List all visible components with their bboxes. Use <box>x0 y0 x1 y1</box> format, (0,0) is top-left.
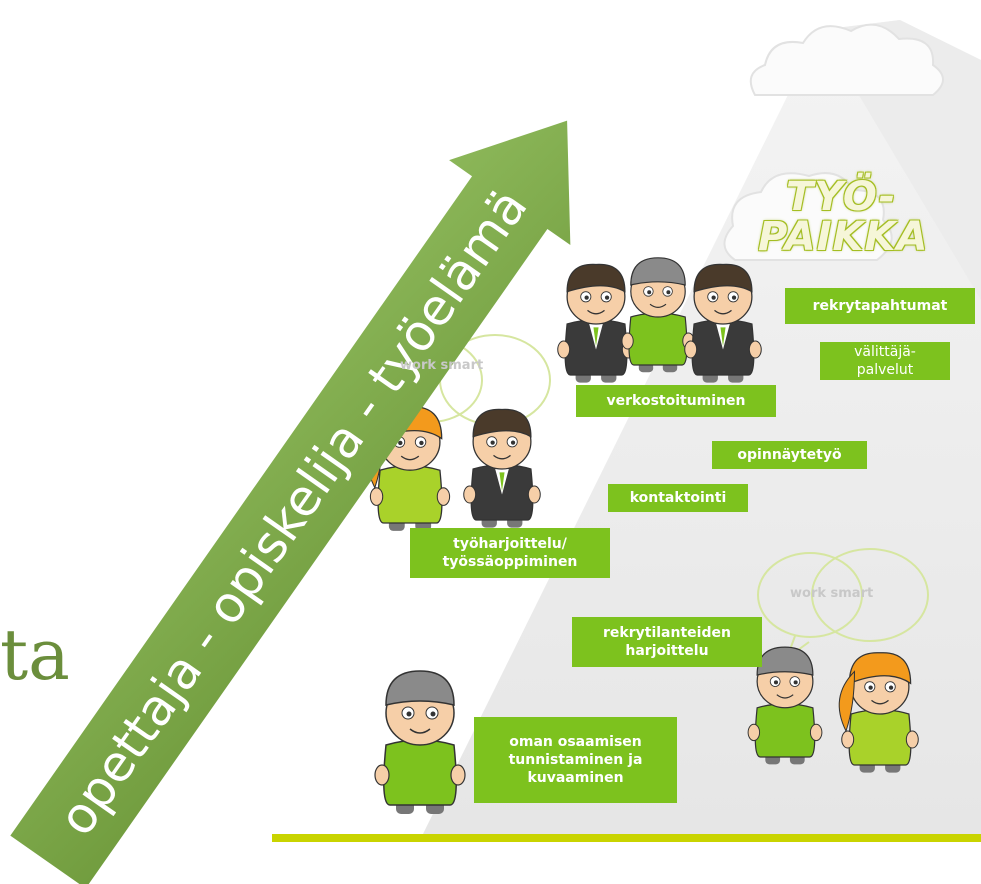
bubble-text-left: work smart <box>400 358 484 373</box>
label-valittajapalvelut: välittäjä- palvelut <box>820 342 950 380</box>
character-green-right <box>747 646 823 765</box>
label-oman-osaamisen: oman osaamisen tunnistaminen ja kuvaamin… <box>474 717 677 803</box>
cloud-summit <box>723 172 893 261</box>
arrow-label: opettaja - opiskelija - työelämä <box>47 179 539 846</box>
label-rekrytapahtumat: rekrytapahtumat <box>785 288 975 324</box>
character-green-bottom <box>374 670 466 814</box>
character-suit-right <box>684 263 762 383</box>
bubble-text-right: work smart <box>790 586 874 601</box>
cloud-top <box>749 23 944 96</box>
label-opinnaytetyo: opinnäytetyö <box>712 441 867 469</box>
label-verkostoituminen: verkostoituminen <box>576 385 776 417</box>
label-rekrytilanteiden: rekrytilanteiden harjoittelu <box>572 617 762 667</box>
label-kontaktointi: kontaktointi <box>608 484 748 512</box>
summit-title-line2: PAIKKA <box>758 214 929 260</box>
character-suit-left <box>557 263 635 383</box>
ground-line <box>272 834 981 842</box>
partial-heading-text: ta <box>0 614 70 696</box>
summit-title-line1: TYÖ- <box>786 174 897 220</box>
label-tyoharjoittelu: työharjoittelu/ työssäoppiminen <box>410 528 610 578</box>
character-girl-right <box>838 652 919 773</box>
character-green-center <box>621 257 695 373</box>
character-suit-middle <box>463 408 541 528</box>
